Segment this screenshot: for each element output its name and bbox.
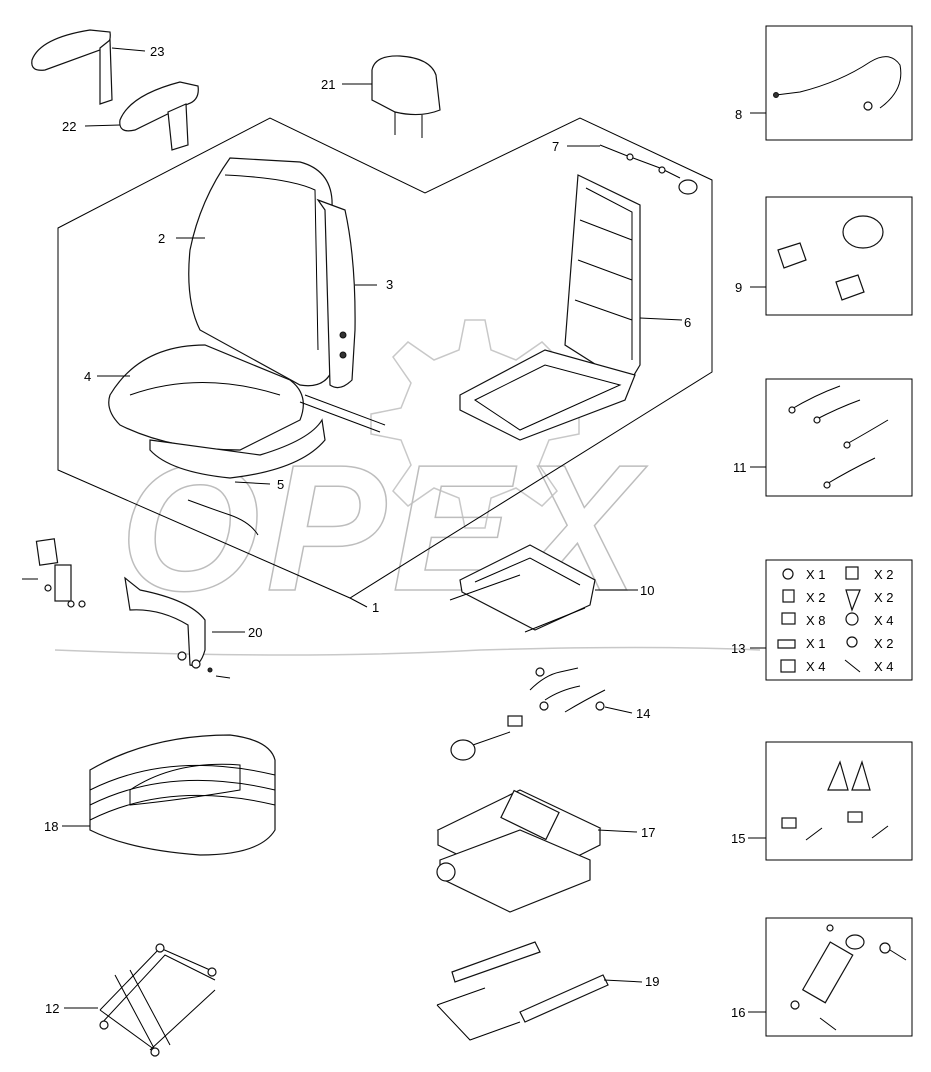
armrest-left <box>31 29 113 105</box>
seat-assembly-outline <box>57 117 713 599</box>
hardware-kit <box>777 566 861 673</box>
kit13-quantities: X 1 X 2 X 8 X 1 X 4 X 2 X 2 X 4 X 2 X 4 <box>806 567 894 674</box>
bowden-cable <box>773 56 902 111</box>
watermark-swoosh <box>54 646 761 656</box>
slide-rail-assembly <box>449 544 596 633</box>
callout-17: 17 <box>641 825 655 840</box>
qty-left-3: X 8 <box>806 613 826 628</box>
box-16 <box>765 917 913 1037</box>
box-13 <box>765 559 913 681</box>
qty-left-5: X 4 <box>806 659 826 674</box>
callout-8: 8 <box>735 107 742 122</box>
callout-10: 10 <box>640 583 654 598</box>
callout-23: 23 <box>150 44 164 59</box>
slide-rails <box>436 941 609 1041</box>
qty-left-4: X 1 <box>806 636 826 651</box>
qty-right-4: X 2 <box>874 636 894 651</box>
seat-back-cushion <box>188 157 336 387</box>
suspension-base <box>436 789 602 913</box>
spring-set <box>450 667 606 761</box>
scissor-mechanism <box>99 943 217 1057</box>
armrest-right <box>119 81 199 151</box>
seat-belt <box>22 538 231 679</box>
callout-11: 11 <box>733 460 747 475</box>
shock-absorber <box>790 924 907 1031</box>
callout-6: 6 <box>684 315 691 330</box>
bracket-kit <box>781 760 889 841</box>
qty-left-1: X 1 <box>806 567 826 582</box>
callout-14: 14 <box>636 706 650 721</box>
callout-20: 20 <box>248 625 262 640</box>
qty-right-2: X 2 <box>874 590 894 605</box>
callout-19: 19 <box>645 974 659 989</box>
box-8 <box>765 25 913 141</box>
handle-kit <box>777 215 884 301</box>
qty-right-3: X 4 <box>874 613 894 628</box>
callout-15: 15 <box>731 831 745 846</box>
qty-right-1: X 2 <box>874 567 894 582</box>
callout-18: 18 <box>44 819 58 834</box>
bellows-cover <box>89 734 276 856</box>
callout-12: 12 <box>45 1001 59 1016</box>
callout-3: 3 <box>386 277 393 292</box>
back-cover <box>316 198 356 389</box>
headrest <box>371 55 441 138</box>
callouts: 23 22 21 2 3 4 5 1 6 7 8 9 11 10 13 14 1… <box>44 44 747 1020</box>
callout-4: 4 <box>84 369 91 384</box>
callout-5: 5 <box>277 477 284 492</box>
qty-right-5: X 4 <box>874 659 894 674</box>
callout-13: 13 <box>731 641 745 656</box>
box-9 <box>765 196 913 316</box>
callout-22: 22 <box>62 119 76 134</box>
leader-lines <box>62 47 766 1013</box>
lumbar-cable <box>599 144 698 195</box>
callout-2: 2 <box>158 231 165 246</box>
callout-7: 7 <box>552 139 559 154</box>
seat-cushion <box>108 344 304 451</box>
qty-left-2: X 2 <box>806 590 826 605</box>
callout-9: 9 <box>735 280 742 295</box>
callout-1: 1 <box>372 600 379 615</box>
box-11 <box>765 378 913 497</box>
callout-16: 16 <box>731 1005 745 1020</box>
seat-frame <box>459 174 641 441</box>
callout-21: 21 <box>321 77 335 92</box>
spring-kit <box>788 385 889 489</box>
box-15 <box>765 741 913 861</box>
seat-base-pan <box>149 394 386 536</box>
